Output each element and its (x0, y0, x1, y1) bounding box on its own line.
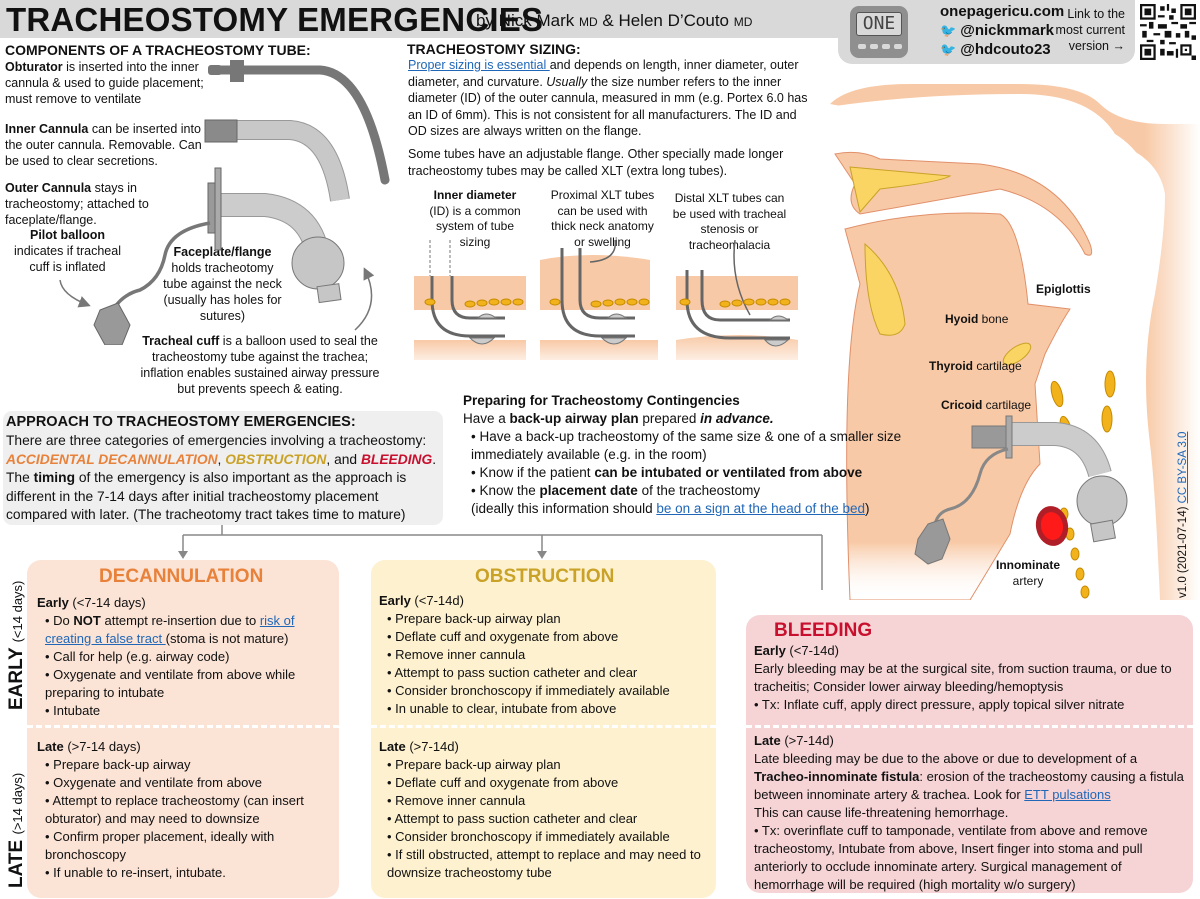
sizing-caption-distal-xlt: Distal XLT tubes can be used with trache… (672, 191, 787, 252)
obturator-desc: Obturator is inserted into the inner can… (5, 60, 204, 106)
list-item: Prepare back-up airway plan (379, 756, 714, 774)
ett-pulsations-link[interactable]: ETT pulsations (1024, 787, 1111, 802)
inner-cannula-illustration (204, 119, 350, 202)
obturator-illustration (208, 60, 390, 185)
qr-code-icon[interactable] (1140, 4, 1196, 60)
outer-cannula-illustration (207, 167, 345, 304)
list-item: Consider bronchoscopy if immediately ava… (379, 682, 714, 700)
sizing-panel-proximal-xlt (540, 240, 658, 360)
sizing-panel-distal-xlt (676, 240, 798, 360)
website-link[interactable]: onepagericu.com (940, 3, 1065, 20)
arrow-down-icon (178, 551, 188, 559)
list-item: Do NOT attempt re-insertion due to risk … (37, 612, 335, 648)
sizing-xlt-note: Some tubes have an adjustable flange. Ot… (408, 147, 784, 178)
twitter-link-nick[interactable]: 🐦@nickmmark (940, 22, 1055, 39)
list-item: Consider bronchoscopy if immediately ava… (379, 828, 714, 846)
obstruction-title: OBSTRUCTION (475, 566, 615, 587)
tracheal-cuff-desc: Tracheal cuff is a balloon used to seal … (140, 334, 380, 396)
bleeding-title: BLEEDING (774, 620, 873, 641)
preparing-section: Preparing for Tracheostomy Contingencies… (463, 393, 902, 516)
byline: by Nick Mark MD & Helen D’Couto MD (476, 11, 753, 30)
sizing-illustration (414, 240, 798, 360)
decannulation-card: DECANNULATION Early (<7-14 days) Do NOT … (27, 560, 339, 898)
obstruction-early: Early (<7-14d) Prepare back-up airway pl… (379, 592, 714, 718)
twitter-link-helen[interactable]: 🐦@hdcouto23 (940, 41, 1051, 58)
bleeding-card: BLEEDING Early (<7-14d) Early bleeding m… (746, 615, 1193, 893)
list-item: Remove inner cannula (379, 792, 714, 810)
outer-cannula-desc: Outer Cannula stays in tracheostomy; att… (5, 181, 149, 227)
list-item: Remove inner cannula (379, 646, 714, 664)
inner-cannula-desc: Inner Cannula can be inserted into the o… (5, 122, 202, 168)
obstruction-late: Late (>7-14d) Prepare back-up airway pla… (379, 738, 714, 882)
sizing-caption-id: Inner diameter(ID) is a common system of… (429, 188, 521, 249)
obstruction-card: OBSTRUCTION Early (<7-14d) Prepare back-… (371, 560, 716, 898)
pilot-balloon-desc: Pilot balloon indicates if tracheal cuff… (13, 228, 121, 274)
approach-text: There are three categories of emergencie… (6, 433, 437, 522)
sizing-description: Proper sizing is essential and depends o… (408, 58, 808, 138)
airway-anatomy-illustration (830, 84, 1200, 600)
list-item: Deflate cuff and oxygenate from above (379, 628, 714, 646)
twitter-icon: 🐦 (940, 42, 957, 57)
tube-components-illustration (59, 60, 390, 345)
sizing-panel-standard (414, 240, 526, 360)
license-link[interactable]: CC BY-SA 3.0 (1177, 431, 1189, 504)
list-item: Intubate (37, 702, 335, 720)
list-item: Call for help (e.g. airway code) (37, 648, 335, 666)
sizing-caption-proximal-xlt: Proximal XLT tubes can be used with thic… (550, 188, 655, 249)
label-thyroid: Thyroid cartilage (929, 359, 1022, 373)
list-item: In unable to clear, intubate from above (379, 700, 714, 718)
label-epiglottis: Epiglottis (1036, 282, 1091, 296)
late-side-label: LATE (>14 days) (6, 772, 27, 888)
decannulation-early: Early (<7-14 days) Do NOT attempt re-ins… (37, 594, 335, 720)
section-divider (746, 725, 1193, 728)
bed-sign-link[interactable]: be on a sign at the head of the bed (656, 501, 866, 516)
arrow-down-icon (537, 551, 547, 559)
list-item: Oxygenate and ventilate from above while… (37, 666, 335, 702)
decannulation-late: Late (>7-14 days) Prepare back-up airway… (37, 738, 335, 882)
section-divider (27, 725, 339, 728)
section-divider (371, 725, 716, 728)
twitter-icon: 🐦 (940, 23, 957, 38)
list-item: Confirm proper placement, ideally with b… (37, 828, 335, 864)
page-title: TRACHEOSTOMY EMERGENCIES (6, 1, 544, 38)
list-item: Attempt to pass suction catheter and cle… (379, 664, 714, 682)
onepager-logo[interactable]: ONE (850, 6, 908, 58)
qr-caption: Link to the most current version → (1055, 7, 1125, 53)
bleeding-late: Late (>7-14d) Late bleeding may be due t… (754, 733, 1184, 892)
proper-sizing-link[interactable]: Proper sizing is essential (408, 58, 550, 72)
label-cricoid: Cricoid cartilage (941, 398, 1032, 412)
preparing-title: Preparing for Tracheostomy Contingencies (463, 393, 740, 408)
flow-connectors (178, 525, 823, 590)
early-side-label: EARLY (<14 days) (6, 580, 27, 710)
list-item: Oxygenate and ventilate from above (37, 774, 335, 792)
approach-title: APPROACH TO TRACHEOSTOMY EMERGENCIES: (6, 414, 356, 430)
sizing-title: TRACHEOSTOMY SIZING: (407, 41, 581, 57)
site-links: onepagericu.com 🐦@nickmmark 🐦@hdcouto23 (940, 2, 1064, 59)
label-hyoid: Hyoid bone (945, 312, 1009, 326)
list-item: If still obstructed, attempt to replace … (379, 846, 714, 882)
list-item: Attempt to pass suction catheter and cle… (379, 810, 714, 828)
list-item: Deflate cuff and oxygenate from above (379, 774, 714, 792)
list-item: Attempt to replace tracheostomy (can ins… (37, 792, 335, 828)
false-tract-link[interactable]: risk of creating a false tract (45, 613, 295, 646)
list-item: If unable to re-insert, intubate. (37, 864, 335, 882)
decannulation-title: DECANNULATION (99, 566, 264, 587)
list-item: Prepare back-up airway plan (379, 610, 714, 628)
pilot-balloon-illustration (93, 221, 211, 345)
bleeding-early: Early (<7-14d) Early bleeding may be at … (754, 643, 1172, 712)
approach-box (3, 411, 443, 525)
components-title: COMPONENTS OF A TRACHEOSTOMY TUBE: (5, 42, 311, 58)
list-item: Prepare back-up airway (37, 756, 335, 774)
